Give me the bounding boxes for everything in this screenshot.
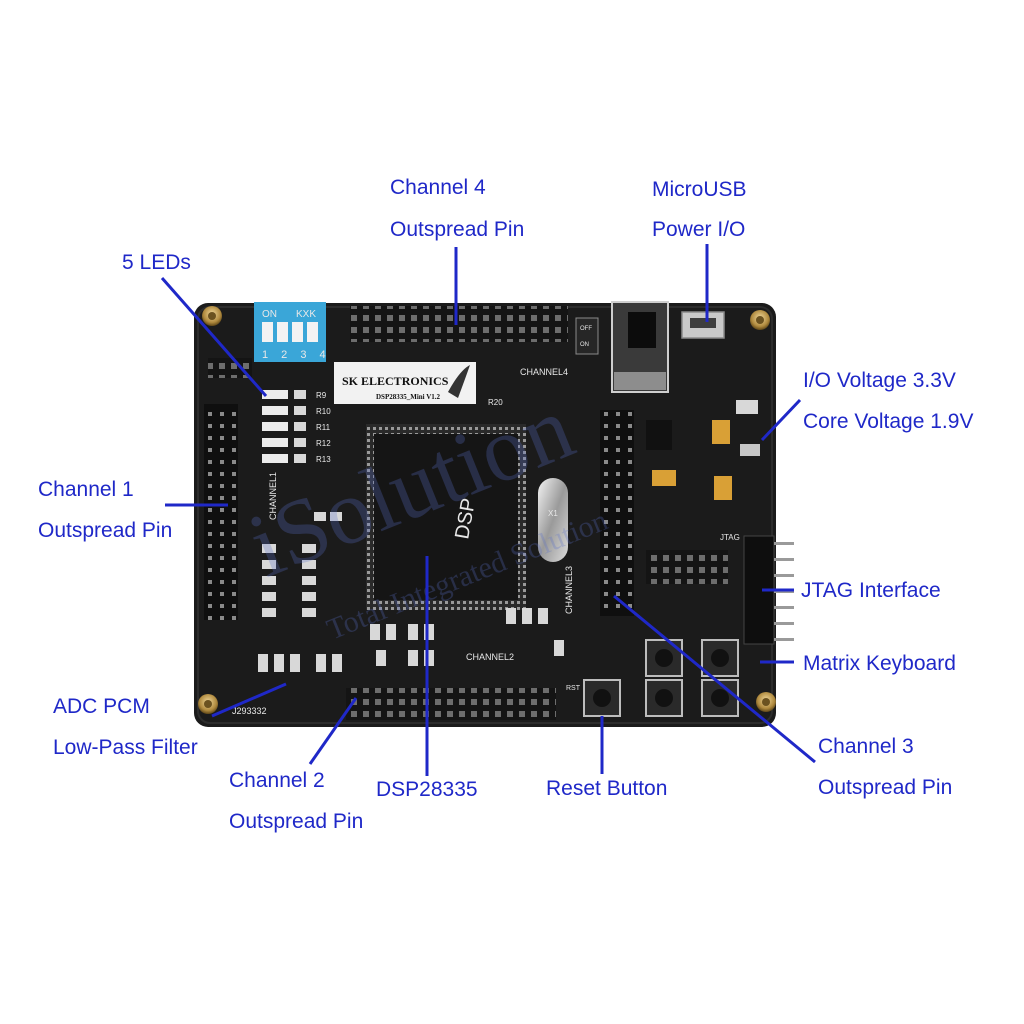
- label-reset: Reset Button: [546, 777, 667, 800]
- off-silk: OFF: [580, 326, 592, 332]
- channel3-silk: CHANNEL3: [564, 566, 574, 614]
- label-channel4-line1: Channel 4: [390, 176, 486, 199]
- mounting-screw-top-right: [750, 310, 770, 330]
- callout-line-channel2: [308, 697, 358, 765]
- channel2-silk: CHANNEL2: [466, 652, 514, 662]
- microusb-port: [681, 311, 725, 339]
- led-ref-r10: R10: [316, 407, 331, 416]
- label-adc-line1: ADC PCM: [53, 695, 150, 718]
- label-microusb-line2: Power I/O: [652, 218, 745, 241]
- label-microusb-line1: MicroUSB: [652, 178, 747, 201]
- voltage-regulators: [646, 400, 760, 500]
- reset-button: RST: [566, 679, 621, 717]
- mounting-screw-top-left: [202, 306, 222, 326]
- board-model: DSP28335_Mini V1.2: [376, 393, 441, 401]
- callout-line-adc: [211, 682, 287, 718]
- crystal-silk: X1: [548, 509, 558, 518]
- brand-plate: SK ELECTRONICS DSP28335_Mini V1.2: [334, 362, 476, 404]
- label-dsp: DSP28335: [376, 778, 478, 801]
- dip-numbers-silk: 1 2 3 4: [262, 349, 331, 361]
- channel3-header: [600, 410, 634, 616]
- led-array: R9 R10 R11 R12 R13: [262, 390, 331, 464]
- r20-silk: R20: [488, 398, 503, 407]
- mounting-screw-bottom-left: [198, 694, 218, 714]
- misc-passives: [370, 608, 564, 666]
- mounting-screw-bottom-right: [756, 692, 776, 712]
- label-keyboard: Matrix Keyboard: [803, 652, 956, 675]
- label-adc-line2: Low-Pass Filter: [53, 736, 198, 759]
- power-switch: [611, 301, 669, 393]
- label-channel2-line2: Outspread Pin: [229, 810, 363, 833]
- brand-name: SK ELECTRONICS: [342, 374, 449, 388]
- callout-line-channel3: [613, 594, 816, 764]
- channel4-header: [350, 306, 568, 342]
- channel4-silk: CHANNEL4: [520, 367, 568, 377]
- dip-kxk-silk: KXK: [296, 309, 316, 320]
- crystal-oscillator: X1: [538, 478, 568, 562]
- jumper-header: [646, 550, 728, 584]
- dip-on-silk: ON: [262, 309, 277, 320]
- board-serial: J293332: [232, 706, 267, 716]
- label-leds: 5 LEDs: [122, 251, 191, 274]
- label-voltage-line2: Core Voltage 1.9V: [803, 410, 973, 433]
- label-channel3-line1: Channel 3: [818, 735, 914, 758]
- label-voltage-line1: I/O Voltage 3.3V: [803, 369, 956, 392]
- jtag-connector: JTAG: [720, 533, 794, 645]
- led-ref-r9: R9: [316, 391, 327, 400]
- led-ref-r12: R12: [316, 439, 331, 448]
- label-channel1-line2: Outspread Pin: [38, 519, 172, 542]
- led-ref-r11: R11: [316, 423, 331, 432]
- led-ref-r13: R13: [316, 455, 331, 464]
- reset-silk: RST: [566, 685, 581, 692]
- label-channel4-line2: Outspread Pin: [390, 218, 524, 241]
- callout-labels: Channel 4 Outspread Pin MicroUSB Power I…: [38, 176, 973, 833]
- adc-filter-components: [258, 512, 342, 672]
- channel1-silk: CHANNEL1: [268, 472, 278, 520]
- channel1-header: [204, 404, 238, 620]
- dip-switch: ON KXK 1 2 3 4: [254, 302, 331, 362]
- dsp-chip: DSP: [366, 424, 526, 610]
- boot-select-header: [208, 358, 252, 378]
- callout-line-voltage: [760, 398, 802, 442]
- label-channel3-line2: Outspread Pin: [818, 776, 952, 799]
- label-channel1-line1: Channel 1: [38, 478, 134, 501]
- callout-lines: [160, 244, 816, 776]
- pcb-board: ON KXK 1 2 3 4 OFF ON SK ELECTRONICS DSP…: [194, 301, 794, 727]
- label-jtag: JTAG Interface: [801, 579, 941, 602]
- label-channel2-line1: Channel 2: [229, 769, 325, 792]
- jtag-silk: JTAG: [720, 533, 740, 542]
- on-silk: ON: [580, 342, 589, 348]
- callout-line-leds: [160, 277, 268, 397]
- channel2-header: [346, 688, 556, 720]
